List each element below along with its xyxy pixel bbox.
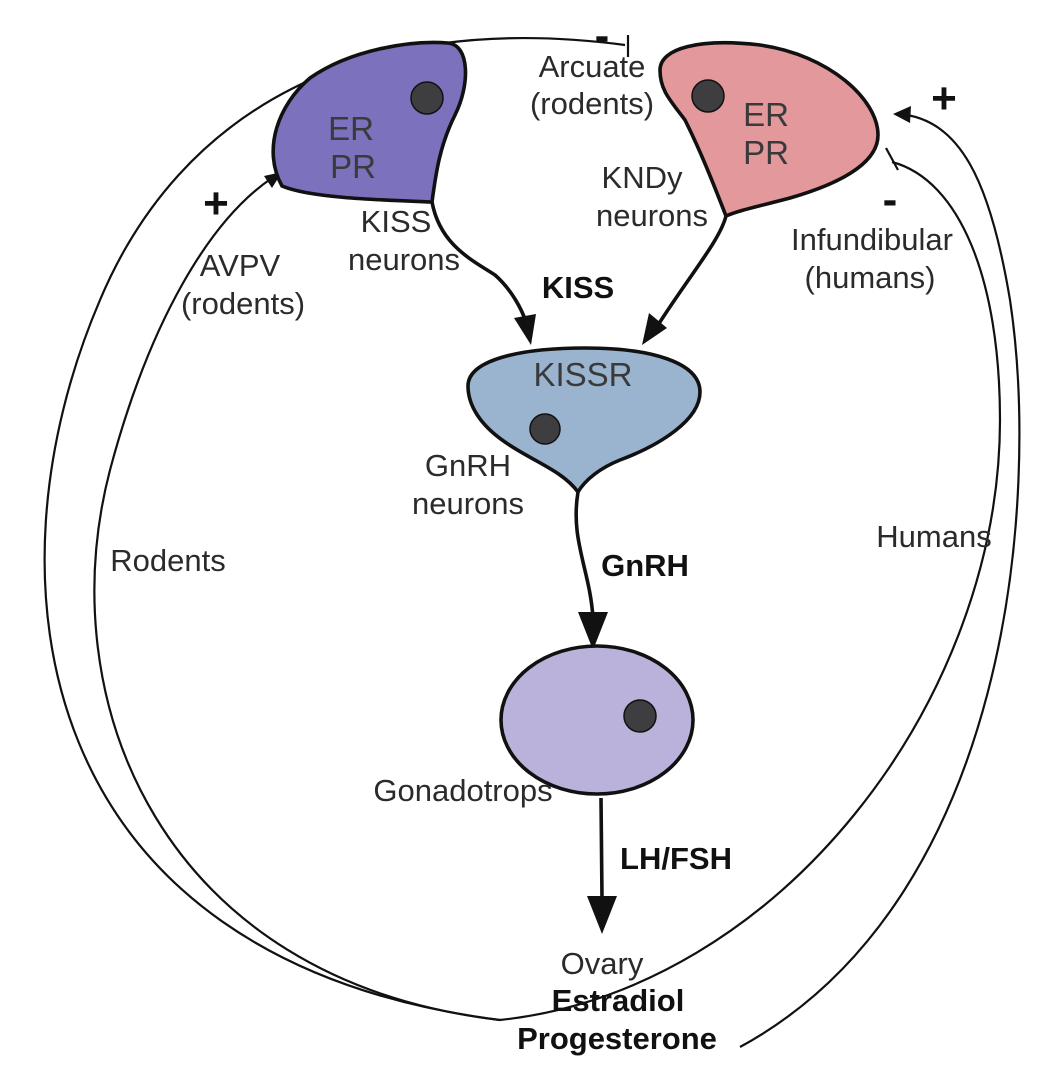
gnrh-neuron-nucleus	[529, 413, 561, 445]
kiss-pr-label: PR	[330, 148, 376, 185]
lh-fsh-label: LH/FSH	[620, 841, 732, 876]
gnrh-signal-label: GnRH	[601, 548, 689, 583]
kndy-er-label: ER	[743, 96, 789, 133]
gonadotrops-nucleus	[623, 699, 657, 733]
kndy-neurons-label: KNDy	[602, 160, 683, 195]
gnrh-neurons-label-2: neurons	[412, 486, 524, 521]
infundibular-label-2: (humans)	[805, 260, 936, 295]
lh-fsh-arrowhead	[587, 896, 617, 934]
rodents-avpv-stimulation-line	[93, 177, 501, 1022]
kiss-neurons-label: KISS	[361, 204, 432, 239]
gnrh-axon	[574, 491, 595, 619]
infundibular-label: Infundibular	[791, 222, 953, 257]
humans-arrowhead	[893, 106, 911, 123]
avpv-label-2: (rodents)	[181, 286, 305, 321]
kiss-signal-label: KISS	[542, 270, 614, 305]
ovary-label: Ovary	[561, 946, 644, 981]
gnrh-neuron: KISSR	[466, 346, 702, 496]
gnrh-arrowhead	[578, 612, 608, 650]
avpv-label: AVPV	[200, 248, 281, 283]
kiss-neuron-nucleus	[410, 81, 444, 115]
kissr-label: KISSR	[533, 356, 632, 393]
kndy-arrowhead	[642, 313, 667, 345]
signaling-connectors	[430, 201, 728, 934]
humans-stimulation-line	[739, 112, 1021, 1048]
kndy-neuron: ER PR	[658, 41, 880, 219]
gnrh-neuron-body	[466, 346, 702, 496]
rodents-label: Rodents	[110, 543, 225, 578]
gonadotrops-label: Gonadotrops	[373, 773, 552, 808]
gonadotrops-body	[499, 644, 695, 796]
avpv-plus-sign: +	[203, 179, 229, 228]
feedback-lines	[43, 35, 1021, 1048]
arcuate-label-2: (rodents)	[530, 86, 654, 121]
lh-fsh-line	[599, 797, 604, 899]
gonadotrops-cell	[499, 644, 695, 796]
progesterone-label: Progesterone	[517, 1021, 717, 1056]
estradiol-label: Estradiol	[552, 983, 685, 1018]
infundibular-inhibition-bar	[885, 147, 899, 171]
kiss-neuron: ER PR	[271, 40, 468, 204]
kndy-axon	[656, 215, 728, 326]
humans-infundibular-inhibition-line	[499, 160, 1002, 1022]
arcuate-label: Arcuate	[539, 49, 646, 84]
kiss-neuron-body	[271, 40, 468, 204]
kndy-pr-label: PR	[743, 134, 789, 171]
infundibular-minus-sign: -	[883, 175, 898, 224]
kndy-neuron-nucleus	[691, 79, 725, 113]
arcuate-minus-sign: -	[595, 11, 610, 60]
humans-plus-sign: +	[931, 74, 957, 123]
kiss-axon	[430, 201, 528, 323]
labels: KISS neurons KNDy neurons Arcuate (roden…	[110, 11, 991, 1056]
humans-label: Humans	[876, 519, 991, 554]
kiss-neurons-label-2: neurons	[348, 242, 460, 277]
kiss-arrowhead	[514, 314, 536, 345]
kndy-neurons-label-2: neurons	[596, 198, 708, 233]
kiss-er-label: ER	[328, 110, 374, 147]
gnrh-neurons-label: GnRH	[425, 448, 511, 483]
